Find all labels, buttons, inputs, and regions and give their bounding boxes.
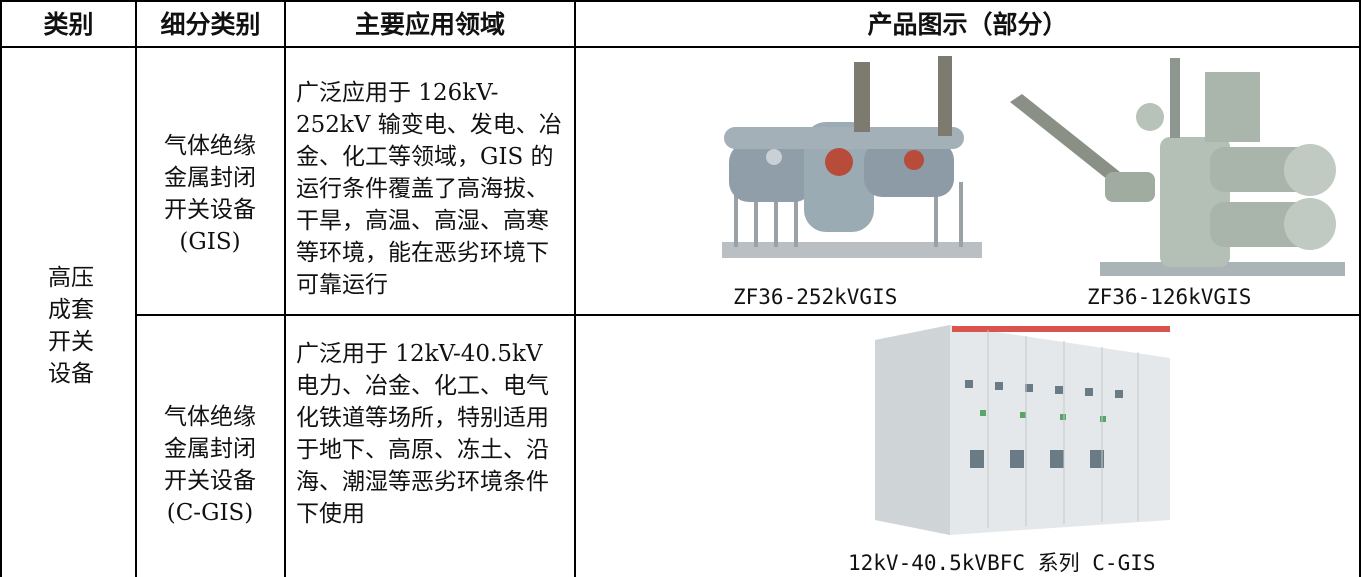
grid-top (0, 0, 1361, 2)
caption-c-gis: 12kV-40.5kVBFC 系列 C-GIS (848, 551, 1156, 575)
header-application: 主要应用领域 (354, 10, 505, 39)
header-product-images: 产品图示（部分） (867, 10, 1068, 39)
gis-126kv-switchgear-photo (1010, 52, 1350, 292)
grid-left (0, 0, 2, 577)
row2-subcategory: 气体绝缘金属封闭开关设备(C-GIS) (164, 404, 256, 526)
grid-col2 (284, 0, 286, 577)
grid-row-divider (135, 314, 1361, 316)
category-cell: 高压成套开关设备 (48, 265, 94, 387)
gis-252kv-switchgear-photo (714, 52, 1004, 277)
caption-gis-252kv: ZF36-252kVGIS (733, 285, 898, 309)
caption-gis-126kv: ZF36-126kVGIS (1087, 285, 1252, 309)
row2-application: 广泛用于 12kV-40.5kV 电力、冶金、化工、电气化铁道等场所，特别适用于… (296, 341, 549, 527)
grid-header-bottom (0, 46, 1361, 48)
grid-col3 (574, 0, 576, 577)
grid-right (1359, 0, 1361, 577)
row1-application: 广泛应用于 126kV-252kV 输变电、发电、冶金、化工等领域，GIS 的运… (296, 80, 562, 298)
c-gis-cabinet-row-photo (870, 320, 1180, 535)
row1-subcategory: 气体绝缘金属封闭开关设备(GIS) (164, 133, 256, 255)
grid-col1 (135, 0, 137, 577)
header-subcategory: 细分类别 (160, 10, 261, 39)
header-category: 类别 (43, 10, 94, 39)
